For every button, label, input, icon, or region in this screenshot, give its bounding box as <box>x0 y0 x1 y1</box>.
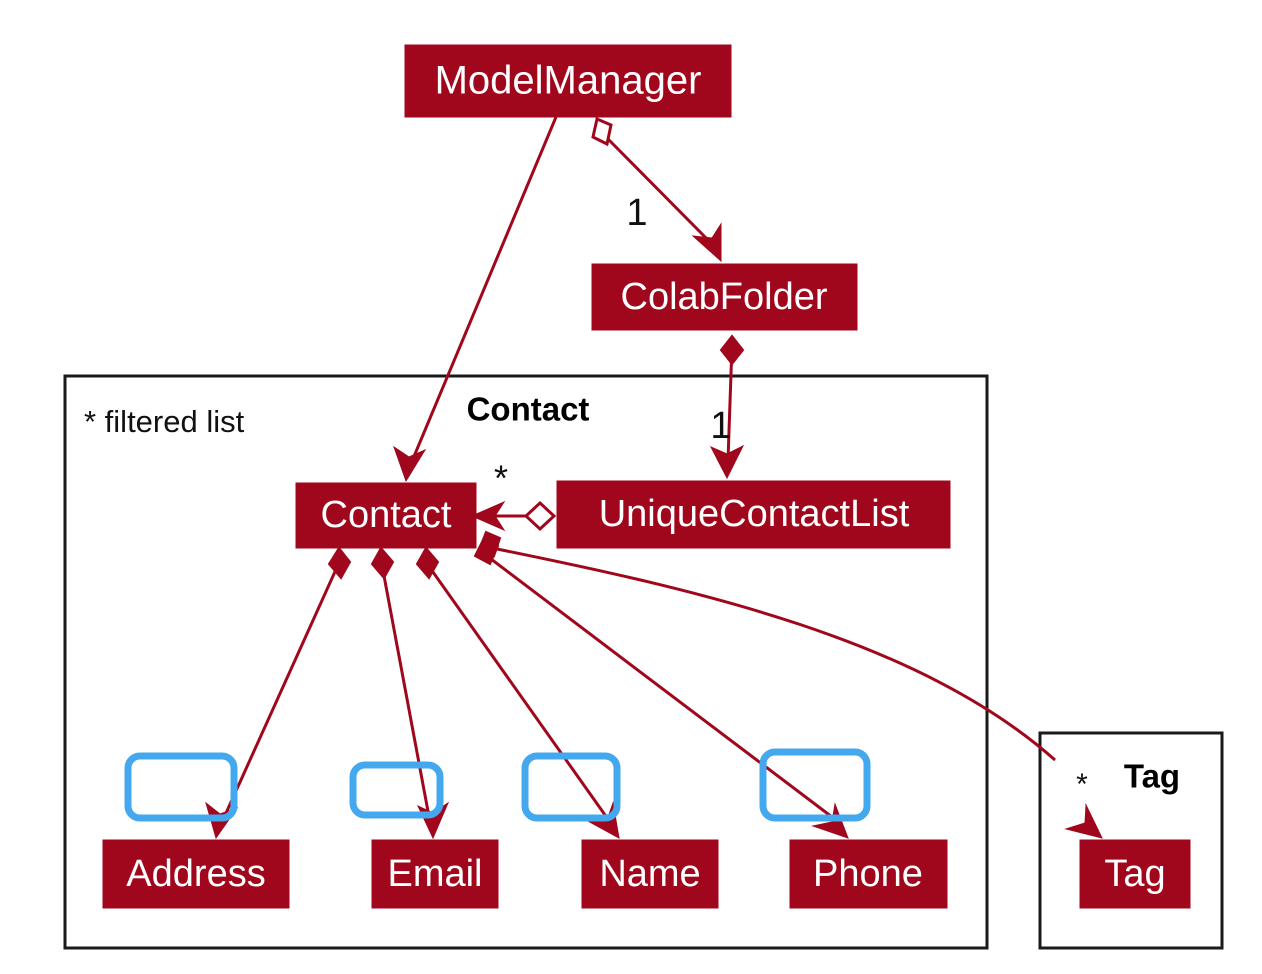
package-contact-border <box>63 374 989 950</box>
multiplicity-label: * <box>1076 768 1088 801</box>
class-box-rect[interactable] <box>556 480 951 549</box>
class-box-rect[interactable] <box>102 839 290 909</box>
arrow-head <box>709 444 745 480</box>
class-box-rect[interactable] <box>295 482 477 549</box>
relation-modelmanager-colabfolder: 1 <box>591 116 722 263</box>
relation-contact-tag: * <box>477 530 1103 839</box>
relation-colabfolder-uniquecontactlist: 1 <box>709 334 745 480</box>
composition-diamond <box>370 546 395 580</box>
class-box-tag[interactable]: Tag <box>1079 839 1191 909</box>
package-contact: Contact <box>63 374 989 950</box>
arrow-head <box>393 445 427 483</box>
composition-diamond <box>415 546 440 580</box>
filtered-list-note: * filtered list <box>84 404 245 439</box>
relation-contact-address <box>205 546 352 840</box>
class-box-label: ModelManager <box>435 59 702 103</box>
relation-modelmanager-contact <box>393 116 558 483</box>
class-box-model-manager[interactable]: ModelManager <box>404 44 732 118</box>
class-box-label: ColabFolder <box>621 276 828 318</box>
class-box-phone[interactable]: Phone <box>789 839 948 909</box>
relation-contact-name <box>415 546 620 839</box>
class-box-rect[interactable] <box>581 839 719 909</box>
class-box-label: Name <box>599 853 700 895</box>
relation-line <box>220 564 340 823</box>
aggregation-diamond <box>523 500 557 532</box>
relation-line <box>380 564 432 823</box>
class-box-rect[interactable] <box>789 839 948 909</box>
arrow-head <box>416 801 450 840</box>
relation-line <box>491 546 1056 762</box>
class-box-label: Phone <box>813 853 923 895</box>
aggregation-diamond <box>591 116 613 147</box>
package-tag: Tag <box>1038 731 1224 950</box>
class-box-email[interactable]: Email <box>371 839 499 909</box>
class-box-label: Address <box>126 853 265 895</box>
relation-line <box>486 554 837 822</box>
class-box-contact[interactable]: Contact <box>295 482 477 549</box>
class-box-label: Tag <box>1104 853 1165 895</box>
class-box-label: Email <box>387 853 482 895</box>
package-contact-title: Contact <box>467 391 590 428</box>
class-box-rect[interactable] <box>1079 839 1191 909</box>
class-box-rect[interactable] <box>591 263 858 331</box>
composition-diamond <box>477 530 502 558</box>
class-box-name[interactable]: Name <box>581 839 719 909</box>
multiplicity-label: 1 <box>626 192 647 234</box>
arrow-head <box>691 222 722 263</box>
composition-diamond <box>719 334 745 366</box>
multiplicity-label: * <box>494 458 508 499</box>
relation-line <box>408 116 558 467</box>
class-box-label: Contact <box>321 494 452 536</box>
relation-contact-phone <box>473 536 849 839</box>
arrow-head <box>470 500 506 532</box>
relation-line <box>426 564 612 823</box>
class-box-colab-folder[interactable]: ColabFolder <box>591 263 858 331</box>
class-box-rect[interactable] <box>404 44 732 118</box>
class-box-unique-contact-list[interactable]: UniqueContactList <box>556 480 951 549</box>
relation-uniquecontactlist-contact: * <box>470 458 557 532</box>
class-box-address[interactable]: Address <box>102 839 290 909</box>
highlight-box-phone[interactable] <box>759 748 871 822</box>
composition-diamond <box>327 546 352 580</box>
highlight-box-email[interactable] <box>349 761 444 819</box>
arrow-head <box>1064 803 1103 839</box>
highlight-box-address[interactable] <box>124 752 238 822</box>
package-tag-border <box>1038 731 1224 950</box>
highlight-box-name[interactable] <box>521 752 621 822</box>
relation-line <box>603 134 715 247</box>
class-box-label: UniqueContactList <box>599 493 910 535</box>
class-box-rect[interactable] <box>371 839 499 909</box>
package-tag-title: Tag <box>1124 758 1180 795</box>
multiplicity-label: 1 <box>710 405 731 447</box>
